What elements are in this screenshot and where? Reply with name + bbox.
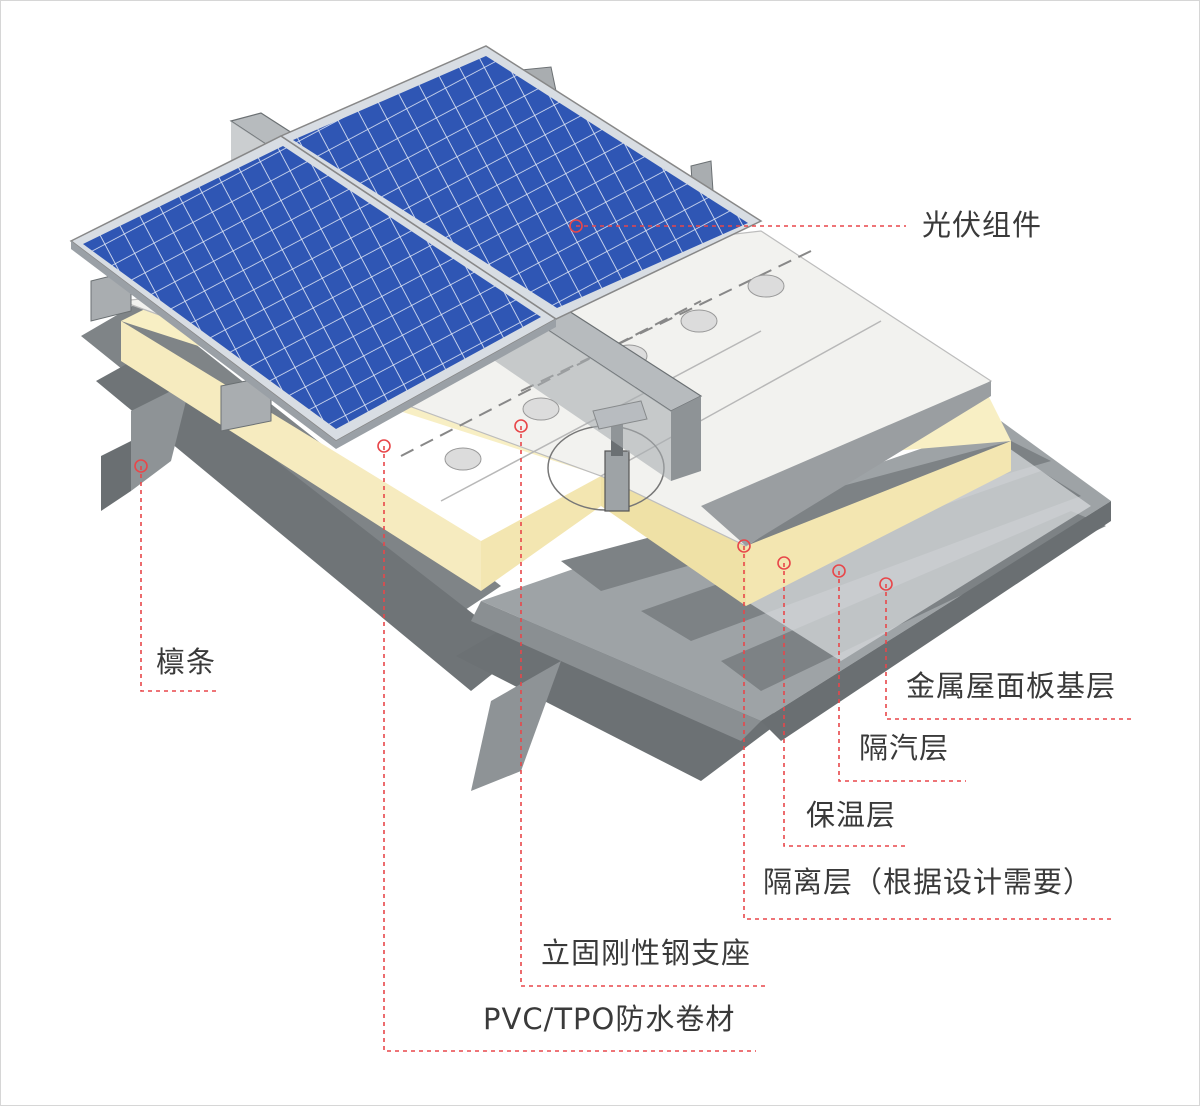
label-separation: 隔离层（根据设计需要） [763, 865, 1094, 899]
leader-lines [140, 225, 1134, 1052]
label-metal-deck: 金属屋面板基层 [906, 669, 1117, 703]
leader-markers [134, 219, 893, 591]
label-purlin: 檩条 [156, 645, 217, 679]
label-pv-module: 光伏组件 [922, 208, 1043, 242]
solar-panels [69, 45, 763, 449]
label-steel-support: 立固刚性钢支座 [541, 936, 752, 970]
label-vapor-barrier: 隔汽层 [859, 731, 950, 765]
label-insulation: 保温层 [806, 798, 897, 832]
vapor-barrier-layer [746, 446, 1091, 661]
label-membrane: PVC/TPO防水卷材 [483, 1002, 736, 1036]
